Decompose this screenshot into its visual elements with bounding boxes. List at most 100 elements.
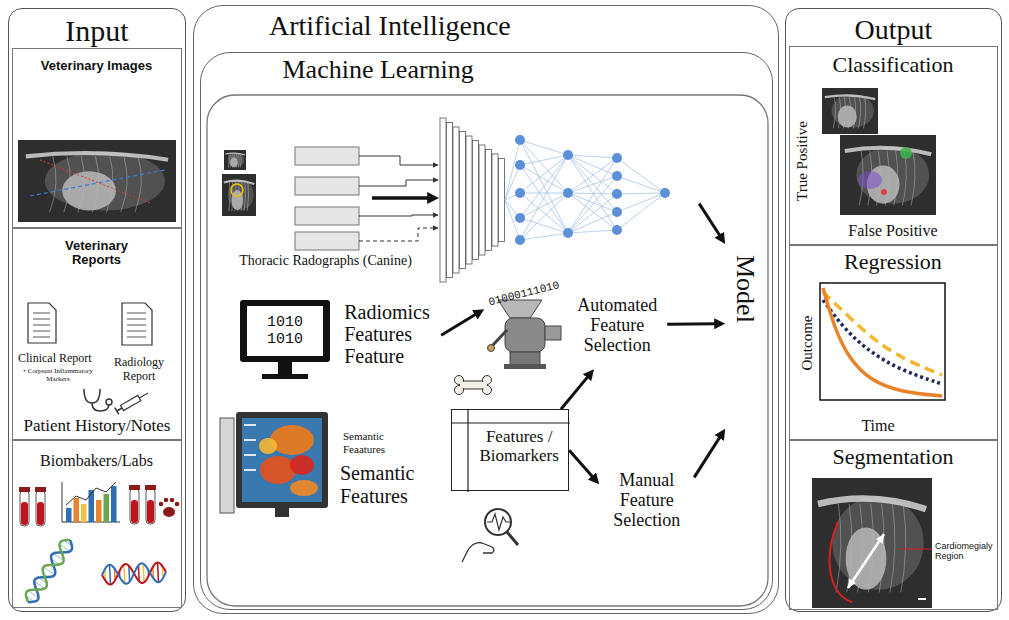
xray-image [840, 135, 936, 215]
network-link [520, 165, 568, 193]
bone-fill [460, 382, 487, 388]
syringe-barrel [121, 395, 141, 410]
small-note: • Corpsust Inflammatory Markers [22, 367, 94, 383]
input-wire [359, 156, 438, 165]
tube-cap [19, 487, 30, 492]
section-title: Regression [790, 249, 997, 274]
heat-blob [290, 455, 314, 475]
dna-rung [142, 564, 144, 583]
input-section: Veterinary Images [12, 48, 182, 228]
flow-arrow [569, 450, 594, 479]
network-link [520, 155, 568, 218]
network-link [568, 155, 617, 212]
neuron [515, 160, 525, 170]
input-block [295, 177, 359, 195]
rib [234, 154, 236, 168]
lung-field [228, 180, 254, 210]
paw-toe [164, 498, 169, 503]
xray-film [222, 174, 256, 216]
neuron [515, 135, 525, 145]
stethoscope-icon [106, 399, 112, 405]
monitor-frame [240, 300, 330, 362]
rib [135, 156, 141, 212]
step-label: Automated Feature Selection [569, 296, 665, 355]
rib [106, 156, 112, 212]
screen-caption: Semantic Feaatures [343, 430, 415, 455]
measurement-line [40, 160, 150, 203]
monitor-stand [275, 508, 289, 517]
network-link [617, 176, 665, 193]
callout-label: Cardiomegialy Region [935, 541, 995, 562]
monitor-frame [236, 412, 328, 508]
rib [238, 154, 240, 168]
classification-figure [822, 88, 936, 215]
heatmap-monitor-icon [220, 412, 328, 517]
region-title: Artificial Intelligence [269, 10, 599, 42]
segmentation-outline [830, 522, 852, 602]
screen-text: 1010 1010 [263, 314, 307, 349]
grinder-body [505, 318, 545, 352]
input-section: Biombakers/Labs [12, 440, 182, 608]
table-rule [467, 410, 468, 492]
figure-caption: Thoracic Radographs (Canine) [239, 253, 499, 269]
network-link [617, 193, 665, 212]
chart-bar [104, 494, 110, 522]
rib [901, 504, 906, 592]
network-link [568, 212, 617, 233]
ai-region: Artificial IntelligenceMachine LearningT… [193, 5, 779, 614]
lung-field [228, 153, 245, 167]
paw-icon [159, 498, 180, 517]
rib [863, 97, 865, 128]
conv-layer [440, 118, 446, 282]
tube-cap [129, 485, 140, 490]
dna-rung [123, 564, 125, 583]
dna-strand [26, 540, 70, 602]
rib [868, 504, 873, 592]
signal-wave [487, 514, 510, 530]
chart-frame [820, 283, 945, 400]
region-title: Machine Learning [283, 55, 583, 85]
tube-blood [21, 502, 28, 525]
flow-arrow [694, 435, 721, 478]
xray-film [18, 140, 176, 222]
network-link [520, 193, 568, 240]
rib [236, 154, 238, 168]
rib [858, 97, 860, 128]
input-panel: InputVeterinary ImagesVeterinary Reports… [8, 8, 186, 612]
monitor-icon [240, 300, 330, 379]
axis-label: False Positive [848, 222, 937, 240]
flow-arrow [441, 313, 478, 335]
document-sheet [122, 303, 152, 345]
neuron [563, 188, 573, 198]
lung-field [832, 496, 923, 590]
network-link [520, 218, 568, 233]
section-title: Classification [790, 52, 997, 77]
network-link [520, 155, 568, 240]
section-note: Patient History/Notes [24, 416, 171, 436]
chart-axis [62, 482, 120, 522]
tube-blood [37, 502, 44, 525]
neuron [515, 213, 525, 223]
input-block [295, 147, 359, 165]
tube-glass [130, 488, 139, 524]
section-title: Veterinary Images [41, 59, 153, 74]
input-block [295, 232, 359, 250]
rib [843, 97, 845, 128]
spine [26, 153, 168, 160]
input-wire [359, 215, 438, 216]
chart-bar [66, 508, 72, 522]
axis-label: True Positive [794, 121, 811, 201]
syringe-plunger [117, 408, 122, 411]
monitor-screen [242, 418, 322, 502]
rib [244, 182, 245, 211]
document-line [33, 313, 50, 314]
dna-rung [109, 565, 111, 585]
neuron [563, 228, 573, 238]
binary-text: 01000111010 [487, 279, 561, 309]
icon-caption: Clinical Report [18, 352, 100, 366]
tube-cap [35, 487, 46, 492]
xray-image [224, 150, 246, 170]
chart-bar [111, 486, 117, 522]
network-link [568, 155, 617, 158]
input-section: Veterinary Reports [12, 228, 182, 440]
